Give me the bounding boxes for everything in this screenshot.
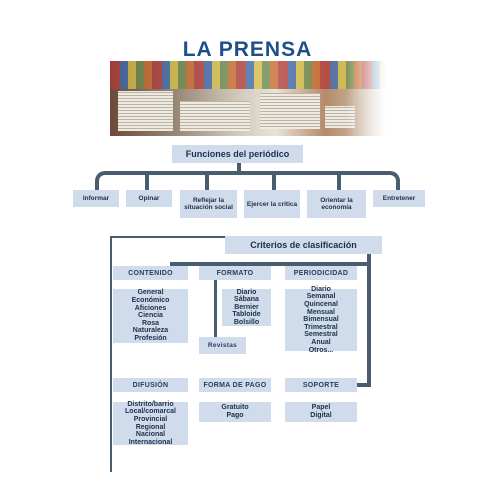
list-item: Bimensual — [303, 316, 339, 324]
function-entretener: Entretener — [373, 190, 425, 207]
newspaper-stand-image — [110, 61, 386, 136]
list-item: Aficiones — [134, 304, 167, 312]
criteria-frame-top — [110, 236, 225, 238]
function-reflejar: Reflejar la situación social — [180, 190, 237, 218]
soporte-list: Papel Digital — [285, 402, 357, 422]
formato-list: Diario Sábana Bernier Tabloide Bolsillo — [222, 289, 271, 326]
connector — [95, 171, 400, 191]
list-item: Sábana — [234, 296, 259, 304]
list-item: Bolsillo — [233, 318, 260, 326]
forma-de-pago-label: FORMA DE PAGO — [199, 378, 271, 392]
connector — [356, 383, 370, 387]
function-opinar: Opinar — [126, 190, 172, 207]
contenido-list: General Económico Aficiones Ciencia Rosa… — [113, 289, 188, 343]
connector — [337, 173, 341, 191]
list-item: Gratuito — [221, 404, 249, 412]
criteria-frame-left — [110, 236, 112, 472]
list-item: Anual — [311, 338, 331, 346]
list-item: Papel — [311, 404, 331, 412]
connector — [170, 262, 370, 266]
list-item: Local/comarcal — [125, 408, 176, 416]
list-item: Profesión — [134, 334, 167, 342]
criteria-header: Criterios de clasificación — [225, 236, 382, 254]
list-item: Económico — [131, 297, 170, 305]
connector — [367, 253, 371, 387]
functions-header: Funciones del periódico — [172, 145, 303, 163]
list-item: Ciencia — [138, 312, 163, 320]
list-item: Rosa — [141, 319, 160, 327]
list-item: Pago — [226, 412, 244, 419]
list-item: Internacional — [128, 438, 173, 446]
function-informar: Informar — [73, 190, 119, 207]
list-item: Distrito/barrio — [127, 400, 174, 408]
forma-de-pago-list: Gratuito Pago — [199, 402, 271, 422]
list-item: Semanal — [306, 293, 336, 301]
difusion-label: DIFUSIÓN — [113, 378, 188, 392]
list-item: Naturaleza — [132, 327, 169, 335]
function-orientar: Orientar la economía — [307, 190, 366, 218]
page-title: LA PRENSA — [182, 38, 313, 61]
connector — [205, 173, 209, 191]
list-item: Provincial — [133, 415, 168, 423]
difusion-list: Distrito/barrio Local/comarcal Provincia… — [113, 400, 188, 446]
formato-label: FORMATO — [199, 266, 271, 280]
list-item: Diario — [236, 288, 257, 296]
soporte-label: SOPORTE — [285, 378, 357, 392]
periodicidad-label: PERIODICIDAD — [285, 266, 357, 280]
list-item: Tabloide — [232, 311, 261, 319]
periodicidad-list: Diario Semanal Quincenal Mensual Bimensu… — [285, 285, 357, 354]
list-item: Otros... — [308, 346, 334, 354]
connector — [214, 280, 217, 342]
list-item: Quincenal — [304, 301, 338, 309]
revistas-box: Revistas — [199, 337, 246, 354]
list-item: Trimestral — [304, 323, 338, 331]
list-item: Regional — [135, 423, 166, 431]
connector — [237, 161, 241, 173]
connector — [145, 173, 149, 191]
list-item: Mensual — [306, 308, 335, 316]
contenido-label: CONTENIDO — [113, 266, 188, 280]
list-item: General — [137, 289, 164, 297]
list-item: Bernier — [234, 303, 259, 311]
list-item: Diario — [311, 285, 331, 293]
list-item: Semestral — [304, 331, 338, 339]
list-item: Nacional — [135, 431, 166, 439]
connector — [272, 173, 276, 191]
list-item: Digital — [310, 412, 332, 419]
function-ejercer: Ejercer la crítica — [244, 190, 300, 218]
